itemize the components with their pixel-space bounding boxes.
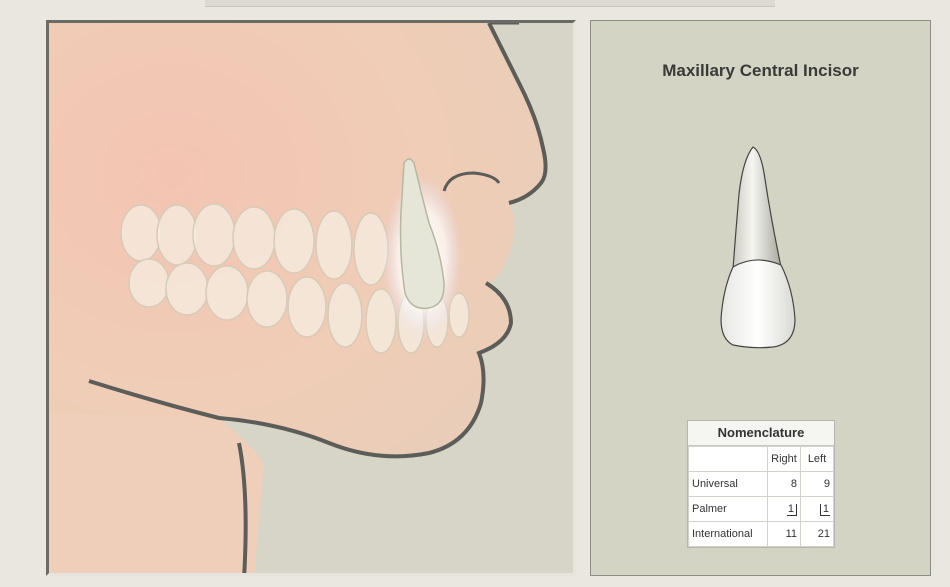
left-value: 1 xyxy=(801,497,834,522)
left-value: 9 xyxy=(801,472,834,497)
row-label: Universal xyxy=(689,472,768,497)
nomenclature-header-row: Right Left xyxy=(689,447,834,472)
top-divider xyxy=(205,0,775,7)
palmer-right-symbol: 1 xyxy=(787,504,797,516)
right-value: 11 xyxy=(768,522,801,547)
nomenclature-table: Nomenclature Right Left Universal 8 9 Pa… xyxy=(687,420,835,548)
table-row: International 11 21 xyxy=(689,522,834,547)
face-profile-illustration xyxy=(49,23,576,576)
left-value: 21 xyxy=(801,522,834,547)
header-blank xyxy=(689,447,768,472)
face-illustration-panel xyxy=(46,20,576,576)
table-row: Universal 8 9 xyxy=(689,472,834,497)
row-label: Palmer xyxy=(689,497,768,522)
nomenclature-heading: Nomenclature xyxy=(688,421,834,446)
tooth-detail-panel: Maxillary Central Incisor Nomenclature R… xyxy=(590,20,931,576)
header-left: Left xyxy=(801,447,834,472)
palmer-left-symbol: 1 xyxy=(820,504,830,516)
incisor-tooth-image xyxy=(703,139,803,359)
table-row: Palmer 1 1 xyxy=(689,497,834,522)
right-value: 8 xyxy=(768,472,801,497)
tooth-title: Maxillary Central Incisor xyxy=(591,61,930,81)
row-label: International xyxy=(689,522,768,547)
right-value: 1 xyxy=(768,497,801,522)
header-right: Right xyxy=(768,447,801,472)
